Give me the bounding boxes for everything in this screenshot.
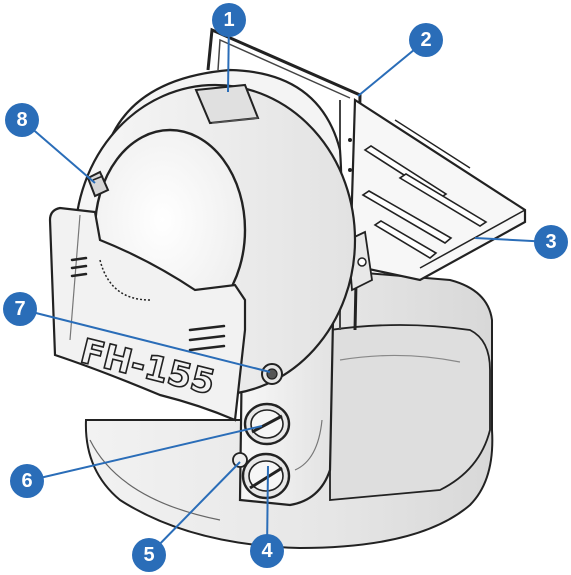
lower-dial [241,452,291,500]
callout-1: 1 [212,3,246,37]
callout-8: 8 [5,103,39,137]
leader-line-6 [26,425,263,482]
callout-label-1: 1 [223,9,234,31]
side-knob [86,170,110,198]
jack-connector [261,363,283,385]
callout-label-6: 6 [21,470,32,492]
upper-dial [243,402,291,446]
callout-5: 5 [132,538,166,572]
leader-line-5 [148,461,241,556]
vent-slots-left [70,256,88,278]
callout-label-5: 5 [143,544,154,566]
callout-label-7: 7 [14,298,25,320]
vent-slots-right [188,324,226,352]
callout-4: 4 [250,534,284,568]
tray-shelf [347,98,527,292]
indicator-light [232,452,248,468]
callout-7: 7 [3,292,37,326]
callout-label-3: 3 [545,231,556,253]
callout-2: 2 [409,23,443,57]
callout-label-8: 8 [16,109,27,131]
callout-label-2: 2 [420,29,431,51]
device-base [84,268,494,550]
callout-6: 6 [10,464,44,498]
leader-line-7 [19,308,271,373]
callout-3: 3 [534,225,568,259]
callout-label-4: 4 [261,540,273,562]
